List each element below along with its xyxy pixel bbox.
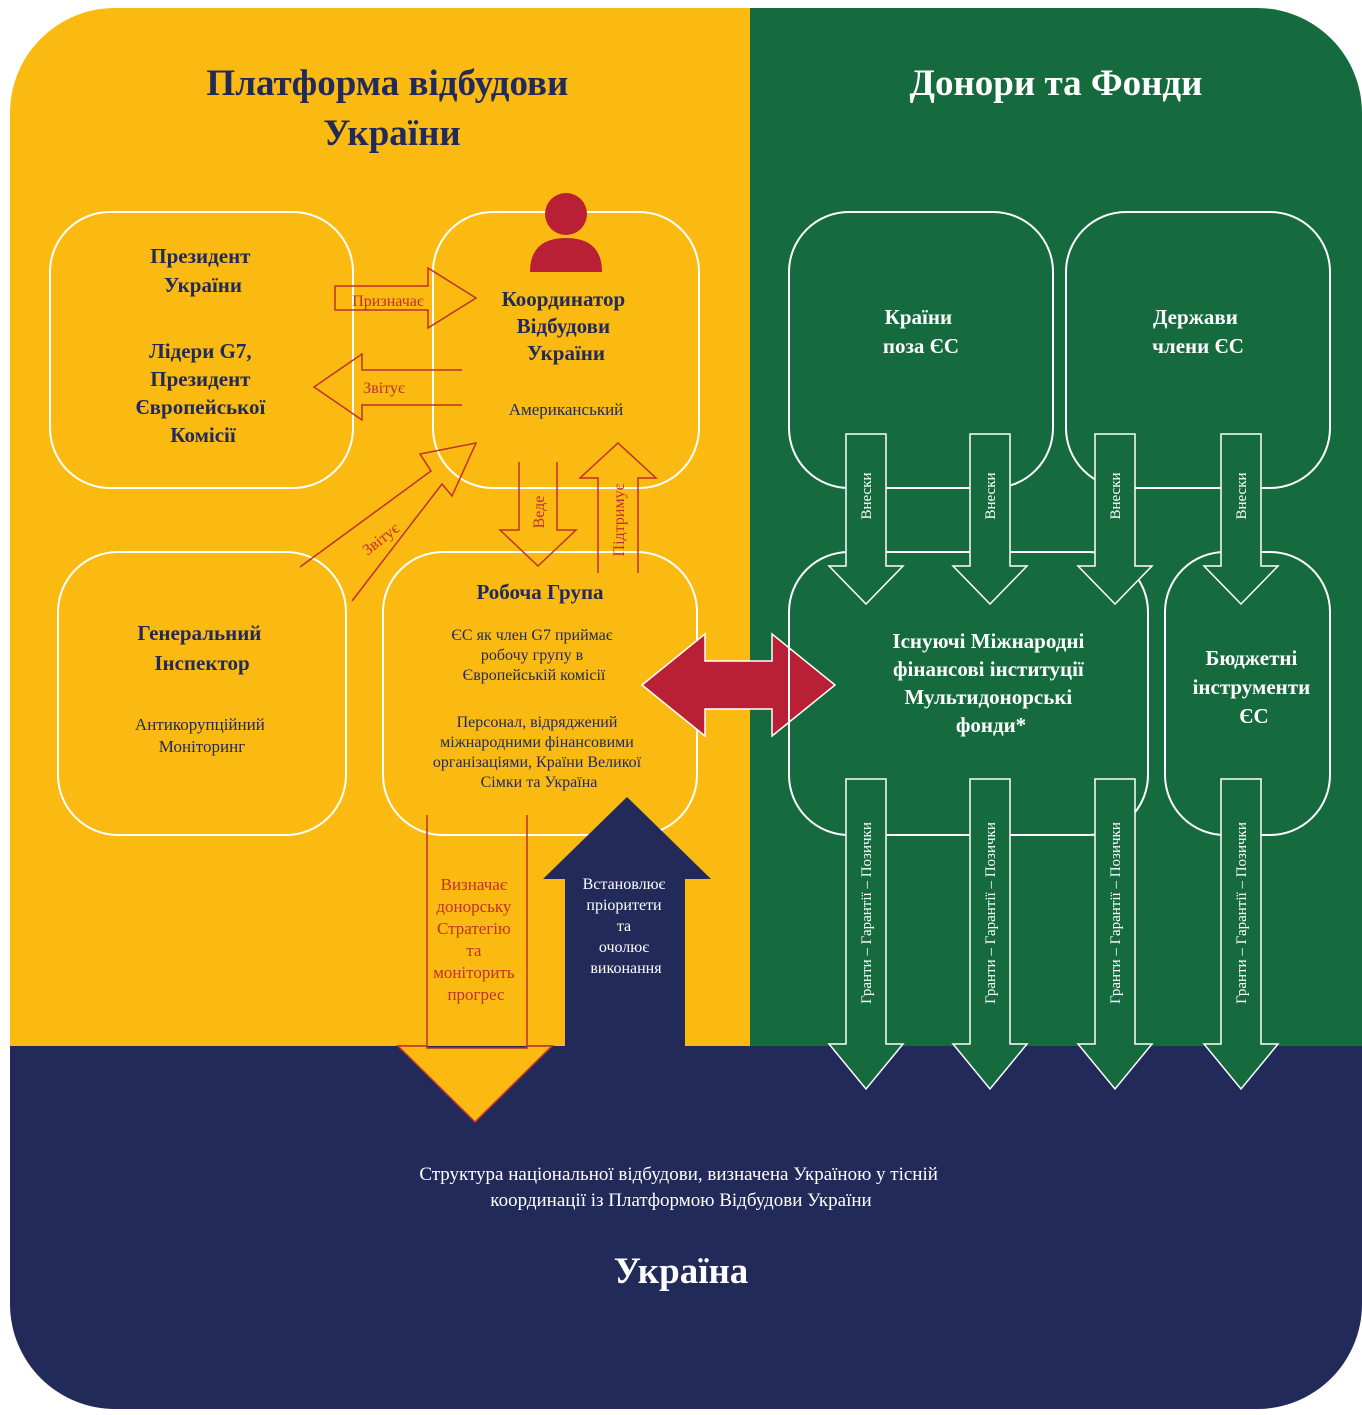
reports-back-arrow	[312, 352, 462, 422]
president-label: Президент України	[150, 244, 255, 297]
president-box	[49, 211, 354, 489]
two-way-arrow	[640, 632, 837, 738]
contribution-arrow	[1076, 433, 1154, 606]
coordinator-title: Координатор Відбудови України	[502, 287, 631, 365]
inspector-box	[57, 551, 347, 836]
funding-flow-arrow-label: Гранти – Гарантії – Позички	[1108, 822, 1124, 1004]
donors-title: Донори та Фонди	[910, 63, 1203, 104]
contribution-arrows: Внески Внески Внески Внески	[827, 433, 1280, 606]
person-icon	[530, 193, 602, 272]
ifi-funds-box	[788, 551, 1149, 836]
funding-flow-arrow	[951, 778, 1029, 1091]
sets-priorities-arrow	[543, 797, 711, 1048]
platform-title: Платформа відбудови України	[206, 63, 577, 154]
contribution-arrow-label: Внески	[1234, 472, 1250, 519]
supports-label: Підтримує	[611, 483, 628, 556]
supports-arrow	[578, 441, 658, 573]
funding-flow-arrow-label: Гранти – Гарантії – Позички	[859, 822, 875, 1004]
contribution-arrow-label: Внески	[859, 472, 875, 519]
defines-strategy-label: Визначає донорську Стратегію та монітори…	[433, 875, 519, 1004]
reports-diag-arrow	[299, 441, 478, 602]
leads-arrow	[498, 462, 578, 568]
inspector-note: Антикорупційний Моніторинг	[135, 715, 269, 756]
contribution-arrow-label: Внески	[1108, 472, 1124, 519]
inspector-title: Генеральний Інспектор	[137, 621, 266, 675]
non-eu-countries-box	[788, 211, 1054, 489]
eu-budget-label: Бюджетні інструменти ЄС	[1193, 646, 1316, 728]
contribution-arrow-label: Внески	[983, 472, 999, 519]
coordinator-note: Американський	[509, 400, 624, 419]
funding-flow-arrow-label: Гранти – Гарантії – Позички	[1234, 822, 1250, 1004]
eu-member-states-box	[1065, 211, 1331, 489]
contribution-arrow	[1202, 433, 1280, 606]
defines-strategy-arrow-tail	[396, 1045, 554, 1124]
working-group-para1: ЄС як член G7 приймає робочу групу в Євр…	[451, 627, 616, 684]
contribution-arrow	[827, 433, 905, 606]
ukraine-title: Україна	[614, 1251, 749, 1292]
leads-label: Веде	[531, 496, 548, 529]
funding-flow-arrow	[1076, 778, 1154, 1091]
funding-flow-arrow	[827, 778, 905, 1091]
ukraine-panel	[10, 1046, 1362, 1409]
funding-flow-arrow	[1202, 778, 1280, 1091]
eu-member-states-label: Держави члени ЄС	[1152, 305, 1244, 358]
ukraine-description: Структура національної відбудови, визнач…	[419, 1164, 942, 1211]
sets-priorities-label: Встановлює пріоритети та очолює виконанн…	[583, 876, 670, 977]
donors-panel	[750, 8, 1362, 1048]
reports-back-label: Звітує	[363, 380, 405, 397]
ifi-funds-label: Існуючі Міжнародні фінансові інституції …	[892, 629, 1089, 737]
working-group-title: Робоча Група	[476, 580, 604, 604]
funding-flow-arrows: Гранти – Гарантії – Позички Гранти – Гара…	[827, 778, 1280, 1091]
appoints-arrow	[334, 266, 478, 330]
funding-flow-arrow-label: Гранти – Гарантії – Позички	[983, 822, 999, 1004]
working-group-para2: Персонал, відряджений міжнародними фінан…	[433, 714, 645, 791]
contribution-arrow	[951, 433, 1029, 606]
appoints-label: Призначає	[352, 293, 424, 310]
g7-leaders-label: Лідери G7, Президент Європейської Комісі…	[135, 339, 270, 447]
non-eu-countries-label: Країни поза ЄС	[883, 305, 959, 358]
